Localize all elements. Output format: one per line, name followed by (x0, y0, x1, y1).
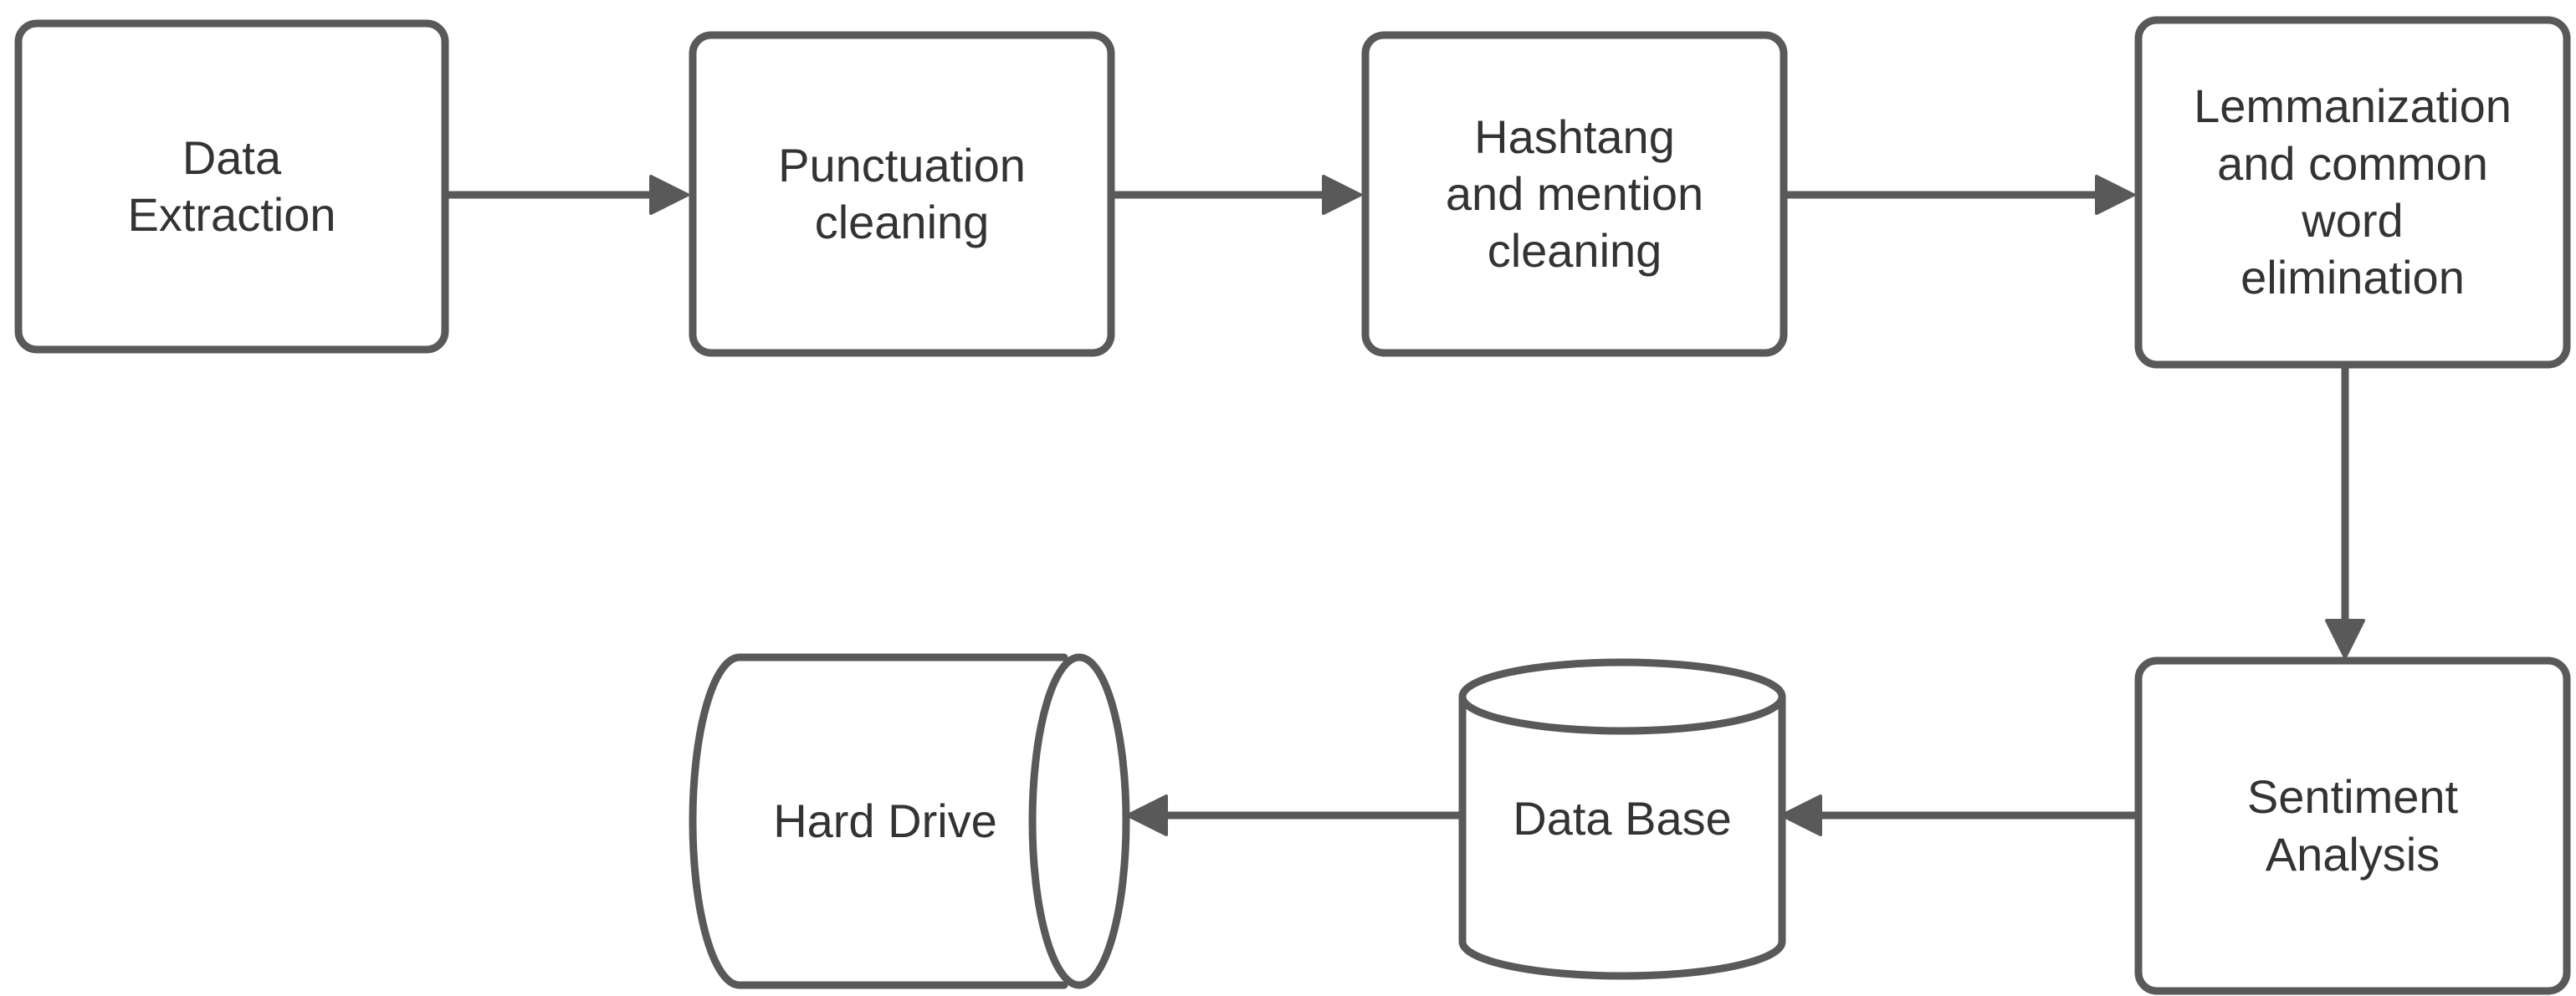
edge-database-to-harddrive (1126, 794, 1462, 836)
node-shape-lemmanization-stopword[interactable] (2134, 16, 2571, 369)
edge-sentiment-to-database (1780, 794, 2138, 836)
node-shape-hard-drive[interactable] (689, 653, 1130, 989)
node-shape-hashtag-mention-cleaning[interactable] (1361, 31, 1788, 357)
edge-lemmanization-to-sentiment (2325, 365, 2365, 659)
edge-hashtag-to-lemmanization (1784, 175, 2135, 215)
node-shape-punctuation-cleaning[interactable] (689, 31, 1115, 357)
node-shape-data-base[interactable] (1458, 658, 1786, 980)
edge-punctuation-to-hashtag (1111, 175, 1362, 215)
edge-extraction-to-punctuation (445, 175, 689, 215)
node-shape-data-extraction[interactable] (14, 19, 449, 354)
node-shape-sentiment-analysis[interactable] (2134, 656, 2571, 995)
